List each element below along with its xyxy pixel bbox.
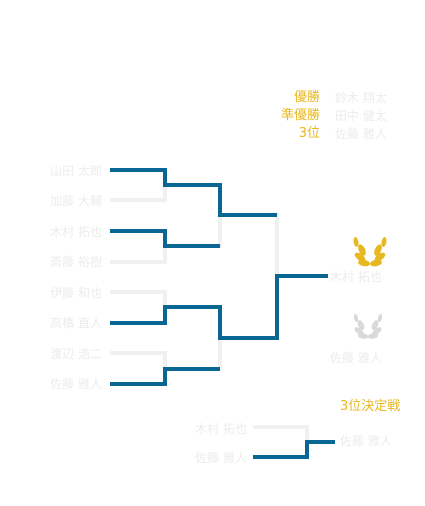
bracket-line-faint xyxy=(253,425,309,442)
bracket-line-faint xyxy=(110,185,167,202)
legend-name-winner: 鈴木 翔太 xyxy=(335,91,387,105)
player-name: 斎藤 裕樹 xyxy=(50,255,102,269)
bracket-path xyxy=(110,229,220,248)
runner-up-name: 佐藤 雅人 xyxy=(330,351,382,365)
bracket-line-faint xyxy=(165,215,222,248)
champion-name: 木村 拓也 xyxy=(330,270,382,284)
legend-label-third: 3位 xyxy=(298,126,320,141)
bracket-line-faint xyxy=(220,213,279,276)
gold-laurel-icon xyxy=(353,237,387,267)
silver-laurel-icon xyxy=(353,313,383,339)
third-place-player: 木村 拓也 xyxy=(195,422,247,436)
legend-label-winner: 優勝 xyxy=(293,90,320,105)
third-place-winner: 佐藤 雅人 xyxy=(340,434,392,448)
player-name: 木村 拓也 xyxy=(50,225,102,239)
legend-label-runner-up: 準優勝 xyxy=(280,108,320,123)
player-name: 高橋 直人 xyxy=(50,316,102,330)
third-place-path xyxy=(253,440,335,459)
bracket-line-faint xyxy=(110,290,167,307)
player-name: 伊藤 和也 xyxy=(50,286,102,300)
bracket-path-winner xyxy=(110,274,328,340)
legend-name-runner-up: 田中 健太 xyxy=(335,109,387,123)
player-name: 加藤 大輔 xyxy=(50,194,102,208)
bracket-line-faint xyxy=(165,338,222,371)
bracket-path xyxy=(110,367,220,386)
bracket-line-faint xyxy=(110,246,167,264)
player-name: 渡辺 浩二 xyxy=(50,347,102,361)
bracket-line-faint xyxy=(110,351,167,369)
player-name: 山田 太郎 xyxy=(50,164,102,178)
legend-name-third: 佐藤 雅人 xyxy=(335,127,387,141)
bracket-path-winner xyxy=(110,168,277,217)
third-place-player: 佐藤 雅人 xyxy=(195,451,247,465)
player-name: 佐藤 雅人 xyxy=(50,377,102,391)
third-place-title: 3位決定戦 xyxy=(340,399,401,414)
